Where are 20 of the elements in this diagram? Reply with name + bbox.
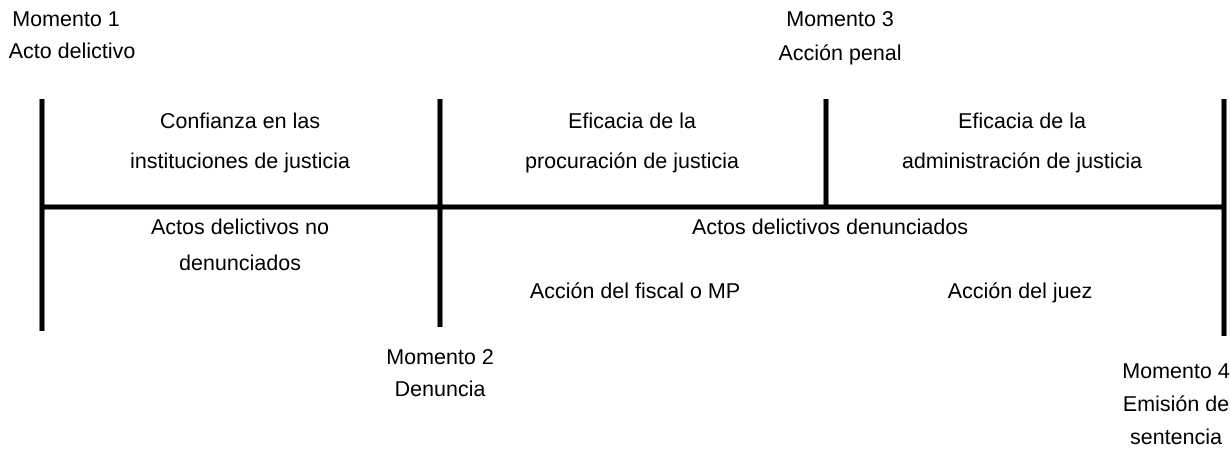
label: Eficacia de la (569, 112, 696, 129)
label: Confianza en las (161, 112, 320, 129)
label: denunciados (179, 254, 301, 271)
label: administración de justicia (902, 152, 1143, 173)
label: Acción penal (778, 44, 901, 65)
label: Actos delictivos no (151, 218, 329, 235)
label: procuración de justicia (526, 152, 739, 173)
label: instituciones de justicia (131, 152, 350, 173)
label: Momento 1 (14, 11, 119, 27)
label: Momento 3 (788, 11, 893, 27)
label: Denuncia (396, 380, 486, 397)
label: Actos delictivos denunciados (692, 218, 968, 235)
label: Acción del fiscal o MP (529, 282, 739, 299)
label: Momento 2 (388, 349, 493, 365)
label: Acto delictivo (8, 42, 135, 59)
label: Momento 4 (1124, 363, 1230, 379)
label: Acción del juez (947, 282, 1092, 303)
label: Emisión de (1124, 395, 1229, 412)
label: Eficacia de la (959, 112, 1086, 129)
label: sentencia (1130, 428, 1222, 445)
